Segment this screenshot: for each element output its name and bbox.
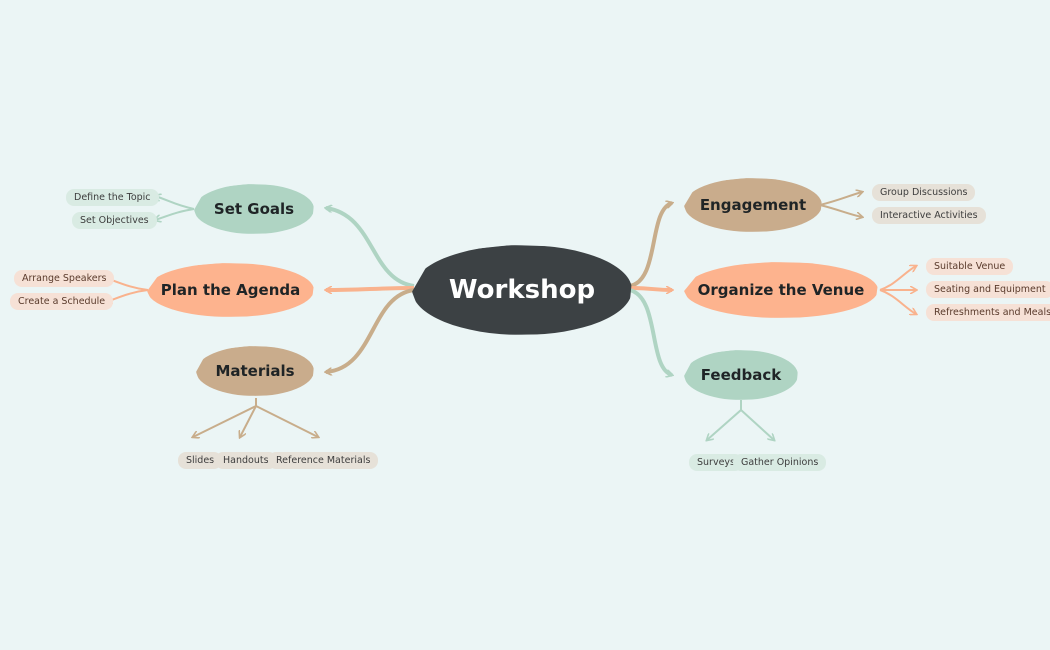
connector-suitable-venue: [879, 266, 916, 291]
connector-set-objectives: [155, 208, 195, 220]
branch-label: Plan the Agenda: [160, 281, 301, 299]
leaf-set-objectives[interactable]: Set Objectives: [72, 212, 157, 229]
branch-label: Engagement: [699, 196, 807, 214]
leaf-gather-opinions[interactable]: Gather Opinions: [733, 454, 827, 471]
connector-set-goals: [326, 208, 415, 288]
branch-materials[interactable]: Materials: [196, 346, 314, 396]
leaf-seating-and-equipment[interactable]: Seating and Equipment: [926, 281, 1050, 298]
leaf-group-discussions[interactable]: Group Discussions: [872, 184, 976, 201]
branch-label: Feedback: [700, 366, 782, 384]
connector-reference-materials: [255, 405, 318, 437]
leaf-surveys[interactable]: Surveys: [689, 454, 743, 471]
connector-define-topic: [155, 196, 195, 210]
connector-feedback: [629, 288, 672, 375]
connector-handouts: [240, 405, 257, 437]
leaf-refreshments-and-meals[interactable]: Refreshments and Meals: [926, 304, 1050, 321]
connector-surveys: [707, 400, 742, 440]
branch-feedback[interactable]: Feedback: [684, 350, 798, 400]
connector-interactive-activities: [819, 204, 862, 217]
connector-organize-venue: [629, 288, 672, 290]
connector-materials: [326, 288, 415, 372]
connector-refreshments: [879, 289, 916, 314]
leaf-handouts[interactable]: Handouts: [215, 452, 277, 469]
leaf-arrange-speakers[interactable]: Arrange Speakers: [14, 270, 115, 287]
leaf-slides[interactable]: Slides: [178, 452, 223, 469]
branch-label: Organize the Venue: [697, 281, 865, 299]
leaf-create-a-schedule[interactable]: Create a Schedule: [10, 293, 114, 310]
leaf-suitable-venue[interactable]: Suitable Venue: [926, 258, 1014, 275]
connector-gather-opinions: [740, 409, 774, 440]
leaf-interactive-activities[interactable]: Interactive Activities: [872, 207, 986, 224]
branch-organize-the-venue[interactable]: Organize the Venue: [684, 262, 878, 318]
connector-slides: [193, 398, 257, 437]
branch-plan-the-agenda[interactable]: Plan the Agenda: [147, 263, 314, 317]
connector-plan-agenda: [326, 288, 415, 290]
branch-label: Set Goals: [213, 200, 295, 218]
branch-engagement[interactable]: Engagement: [684, 178, 822, 232]
root-topic[interactable]: Workshop: [412, 245, 632, 335]
branch-set-goals[interactable]: Set Goals: [194, 184, 314, 234]
branch-label: Materials: [215, 362, 295, 380]
connector-engagement: [629, 203, 672, 288]
root-topic-label: Workshop: [448, 275, 596, 305]
connector-group-discussions: [819, 192, 862, 206]
leaf-define-the-topic[interactable]: Define the Topic: [66, 189, 159, 206]
leaf-reference-materials[interactable]: Reference Materials: [268, 452, 379, 469]
